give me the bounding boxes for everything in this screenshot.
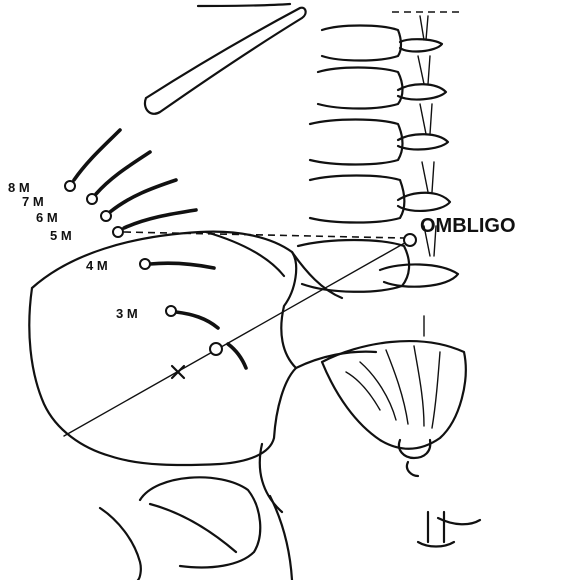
rib-outline (145, 8, 306, 114)
umbilicus-label: OMBLIGO (420, 215, 516, 237)
iliac-marker (210, 343, 246, 368)
svg-text:6 M: 6 M (36, 210, 58, 225)
cross-mark (172, 366, 184, 378)
ischium-curve (260, 444, 282, 512)
rib-outline-upper (198, 4, 290, 6)
marker-3m: 3 M (116, 306, 218, 328)
umbilicus-iliac-line (64, 240, 410, 436)
svg-text:7 M: 7 M (22, 194, 44, 209)
svg-text:8 M: 8 M (8, 180, 30, 195)
svg-text:4 M: 4 M (86, 258, 108, 273)
svg-text:5 M: 5 M (50, 228, 72, 243)
umbilicus-marker (404, 234, 416, 246)
svg-text:3 M: 3 M (116, 306, 138, 321)
femur-shaft-left (100, 508, 141, 580)
femur-shaft-right (270, 496, 292, 580)
femoral-head (140, 477, 260, 567)
pelvis-outline (29, 232, 296, 465)
femoral-neck (150, 504, 236, 552)
marker-4m: 4 M (86, 258, 214, 273)
pelvis-left-lobe (206, 232, 284, 276)
marker-7m: 7 M (22, 152, 150, 209)
marker-5m: 5 M (50, 210, 196, 243)
vertebral-column (298, 12, 480, 547)
